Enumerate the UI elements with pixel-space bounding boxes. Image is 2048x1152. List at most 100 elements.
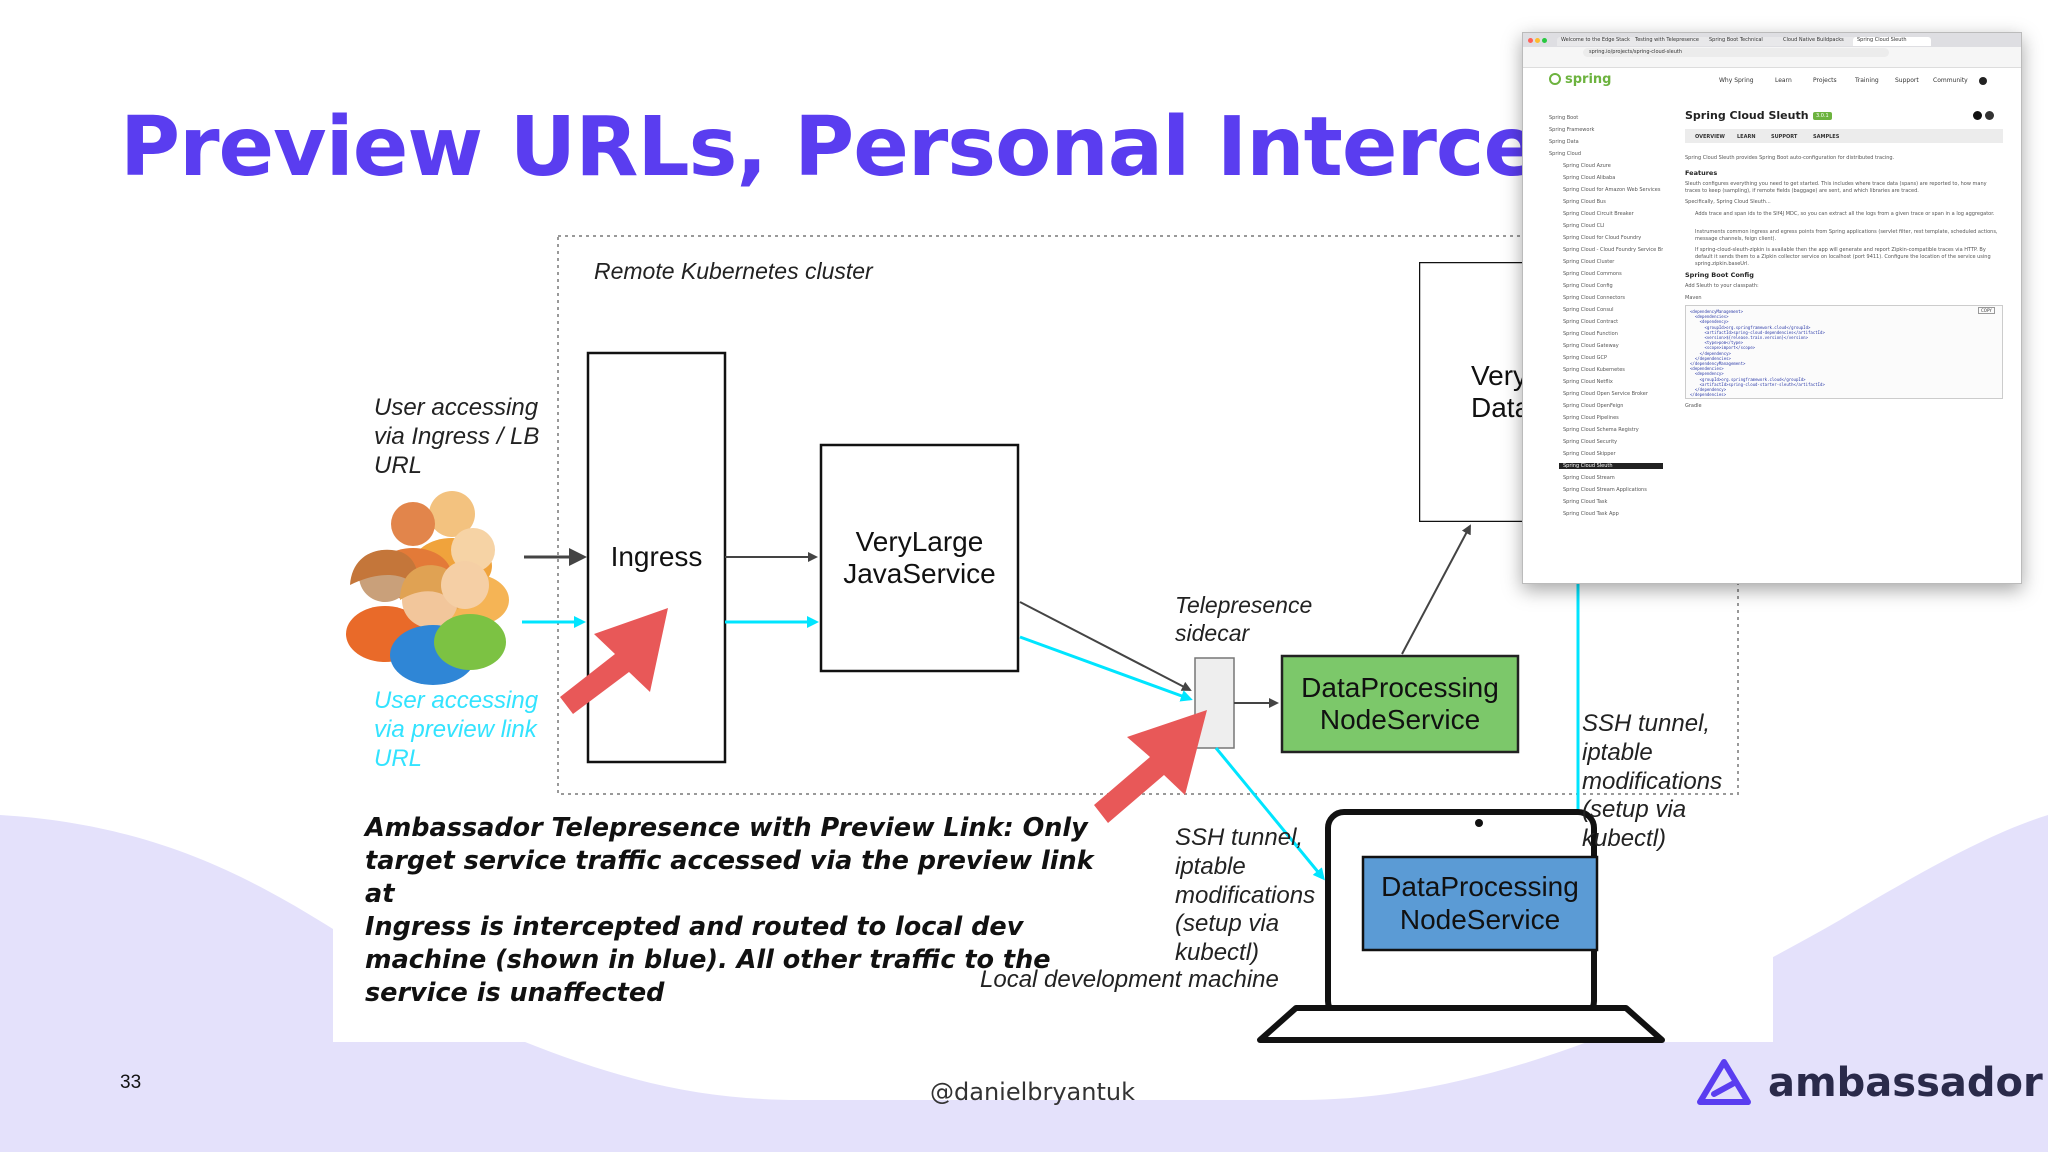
nav-training[interactable]: Training: [1855, 77, 1879, 84]
tab-support[interactable]: SUPPORT: [1771, 134, 1798, 140]
sidebar-item[interactable]: Spring Cloud Netflix: [1563, 379, 1613, 385]
sidebar-spring-boot[interactable]: Spring Boot: [1549, 115, 1579, 121]
sidebar-item[interactable]: Spring Cloud for Cloud Foundry: [1563, 235, 1642, 241]
dataprocessing-remote-box: [1280, 654, 1520, 754]
browser-tab-3[interactable]: Spring Boot Technical: [1705, 37, 1783, 46]
sidebar-item[interactable]: Spring Cloud OpenFeign: [1563, 403, 1624, 409]
code-line: <artifactId>spring-cloud-dependencies</a…: [1690, 329, 1825, 335]
theme-toggle-icon[interactable]: [1979, 77, 1987, 85]
code-line: <version>${release.train.version}</versi…: [1690, 335, 1809, 340]
code-line: <artifactId>spring-cloud-starter-sleuth<…: [1690, 381, 1825, 387]
github-icon[interactable]: [1973, 111, 1982, 120]
tab-samples[interactable]: SAMPLES: [1813, 134, 1840, 140]
sidebar-item[interactable]: Spring Cloud CLI: [1563, 223, 1605, 229]
sidebar-item[interactable]: Spring Cloud Open Service Broker: [1563, 391, 1648, 397]
sidebar-item[interactable]: Spring Cloud Function: [1563, 331, 1618, 337]
browser-tab-4[interactable]: Cloud Native Buildpacks: [1779, 37, 1857, 46]
sidebar-item[interactable]: Spring Cloud Cluster: [1563, 259, 1615, 265]
ssh-local-label: SSH tunnel, iptable modifications (setup…: [1175, 824, 1316, 967]
sidebar-spring-cloud[interactable]: Spring Cloud: [1549, 151, 1582, 157]
users-icon: [346, 491, 509, 685]
sidebar-item[interactable]: Spring Cloud Circuit Breaker: [1563, 211, 1634, 217]
config-heading: Spring Boot Config: [1685, 271, 1754, 279]
nav-projects[interactable]: Projects: [1813, 77, 1837, 84]
sidebar-item[interactable]: Spring Cloud Pipelines: [1563, 415, 1619, 421]
sidebar-item[interactable]: Spring Cloud Schema Registry: [1563, 427, 1639, 433]
intro-text: Spring Cloud Sleuth provides Spring Boot…: [1685, 155, 1895, 161]
sidebar-item[interactable]: Spring Cloud Azure: [1563, 163, 1611, 169]
sidebar-item[interactable]: Spring Cloud Bus: [1563, 199, 1606, 205]
red-arrow-ingress: [560, 608, 668, 714]
sidebar-item[interactable]: Spring Cloud Task App: [1563, 511, 1619, 517]
sidebar-item[interactable]: Spring Cloud Stream Applications: [1563, 487, 1647, 493]
browser-tab-5[interactable]: Spring Cloud Sleuth: [1853, 37, 1931, 46]
code-line: </dependencies>: [1690, 392, 1727, 398]
sidebar-item[interactable]: Spring Cloud Config: [1563, 283, 1613, 289]
sidebar-item[interactable]: Spring Cloud Connectors: [1563, 295, 1625, 301]
config-subtext: Add Sleuth to your classpath:: [1685, 283, 1759, 289]
user-ingress-label: User accessing via Ingress / LB URL: [374, 394, 540, 479]
spring-logo[interactable]: spring: [1565, 72, 1612, 87]
sidebar-item[interactable]: Spring Cloud Commons: [1563, 271, 1622, 277]
cluster-label: Remote Kubernetes cluster: [594, 258, 873, 284]
maximize-dot-icon[interactable]: [1542, 38, 1547, 43]
code-line: <dependencies>: [1690, 314, 1729, 320]
minimize-dot-icon[interactable]: [1535, 38, 1540, 43]
code-line: <type>pom</type>: [1690, 340, 1743, 346]
close-dot-icon[interactable]: [1528, 38, 1533, 43]
browser-screenshot: Welcome to the Edge Stack Testing with T…: [1522, 32, 2022, 584]
bullet-2: Instruments common ingress and egress po…: [1695, 229, 1998, 242]
very-data-label: Very Data: [1471, 360, 1531, 424]
nav-support[interactable]: Support: [1895, 77, 1919, 84]
code-line: </dependencyManagement>: [1690, 361, 1746, 366]
nav-learn[interactable]: Learn: [1775, 77, 1792, 84]
specifically-text: Specifically, Spring Cloud Sleuth...: [1685, 199, 1771, 205]
sidebar-item[interactable]: Spring Cloud Consul: [1563, 307, 1614, 313]
ambassador-logo-icon: [1697, 1059, 1751, 1105]
sidebar-item[interactable]: Spring Cloud Contract: [1563, 319, 1619, 325]
very-data-box: [1419, 262, 1522, 522]
tab-learn[interactable]: LEARN: [1737, 134, 1756, 140]
sidebar-item[interactable]: Spring Cloud - Cloud Foundry Service Bro…: [1563, 247, 1663, 253]
dataprocessing-local-box: [1361, 855, 1599, 952]
local-machine-label: Local development machine: [980, 966, 1279, 993]
browser-tab-2[interactable]: Testing with Telepresence: [1631, 37, 1709, 46]
telepresence-sidecar-label: Telepresence sidecar: [1175, 592, 1313, 646]
code-line: <dependency>: [1690, 319, 1729, 325]
sidebar-item[interactable]: Spring Cloud Security: [1563, 439, 1618, 445]
sidebar-item[interactable]: Spring Cloud Alibaba: [1563, 175, 1616, 181]
sidebar-spring-framework[interactable]: Spring Framework: [1549, 127, 1595, 133]
code-line: <dependency>: [1690, 371, 1724, 377]
tab-overview[interactable]: OVERVIEW: [1695, 134, 1725, 140]
ingress-box: [586, 351, 727, 764]
sidebar-item[interactable]: Spring Cloud GCP: [1563, 355, 1607, 361]
code-line: <dependencyManagement>: [1690, 309, 1743, 314]
page-heading: Spring Cloud Sleuth: [1685, 109, 1809, 122]
maven-label: Maven: [1685, 295, 1702, 301]
sidebar-item[interactable]: Spring Cloud for Amazon Web Services: [1563, 187, 1661, 193]
twitter-handle: @danielbryantuk: [930, 1078, 1135, 1106]
sidebar-item[interactable]: Spring Cloud Skipper: [1563, 451, 1616, 457]
nav-community[interactable]: Community: [1933, 77, 1968, 84]
sidebar-item[interactable]: Spring Cloud Sleuth: [1559, 463, 1663, 469]
url-field[interactable]: spring.io/projects/spring-cloud-sleuth: [1583, 48, 1889, 57]
version-badge: 3.0.1: [1813, 112, 1832, 120]
stackoverflow-icon[interactable]: [1985, 111, 1994, 120]
page-tabs: [1685, 129, 2003, 143]
features-text: Sleuth configures everything you need to…: [1685, 181, 1987, 194]
copy-button[interactable]: COPY: [1978, 307, 1995, 314]
cyan-arrow-verylarge-to-sidecar: [1019, 635, 1193, 702]
sidebar-spring-data[interactable]: Spring Data: [1549, 139, 1579, 145]
sidebar-item[interactable]: Spring Cloud Kubernetes: [1563, 367, 1625, 373]
gradle-label: Gradle: [1685, 403, 1702, 409]
sidebar-item[interactable]: Spring Cloud Stream: [1563, 475, 1615, 481]
nav-why-spring[interactable]: Why Spring: [1719, 77, 1754, 84]
arrow-dataprocessing-to-verydata: [1401, 524, 1471, 655]
browser-tab-1[interactable]: Welcome to the Edge Stack: [1557, 37, 1635, 46]
sidebar-item[interactable]: Spring Cloud Task: [1563, 499, 1608, 505]
diagram-caption: Ambassador Telepresence with Preview Lin…: [365, 813, 1094, 1008]
sidebar-item[interactable]: Spring Cloud Gateway: [1563, 343, 1619, 349]
bullet-3: If spring-cloud-sleuth-zipkin is availab…: [1695, 247, 1991, 267]
